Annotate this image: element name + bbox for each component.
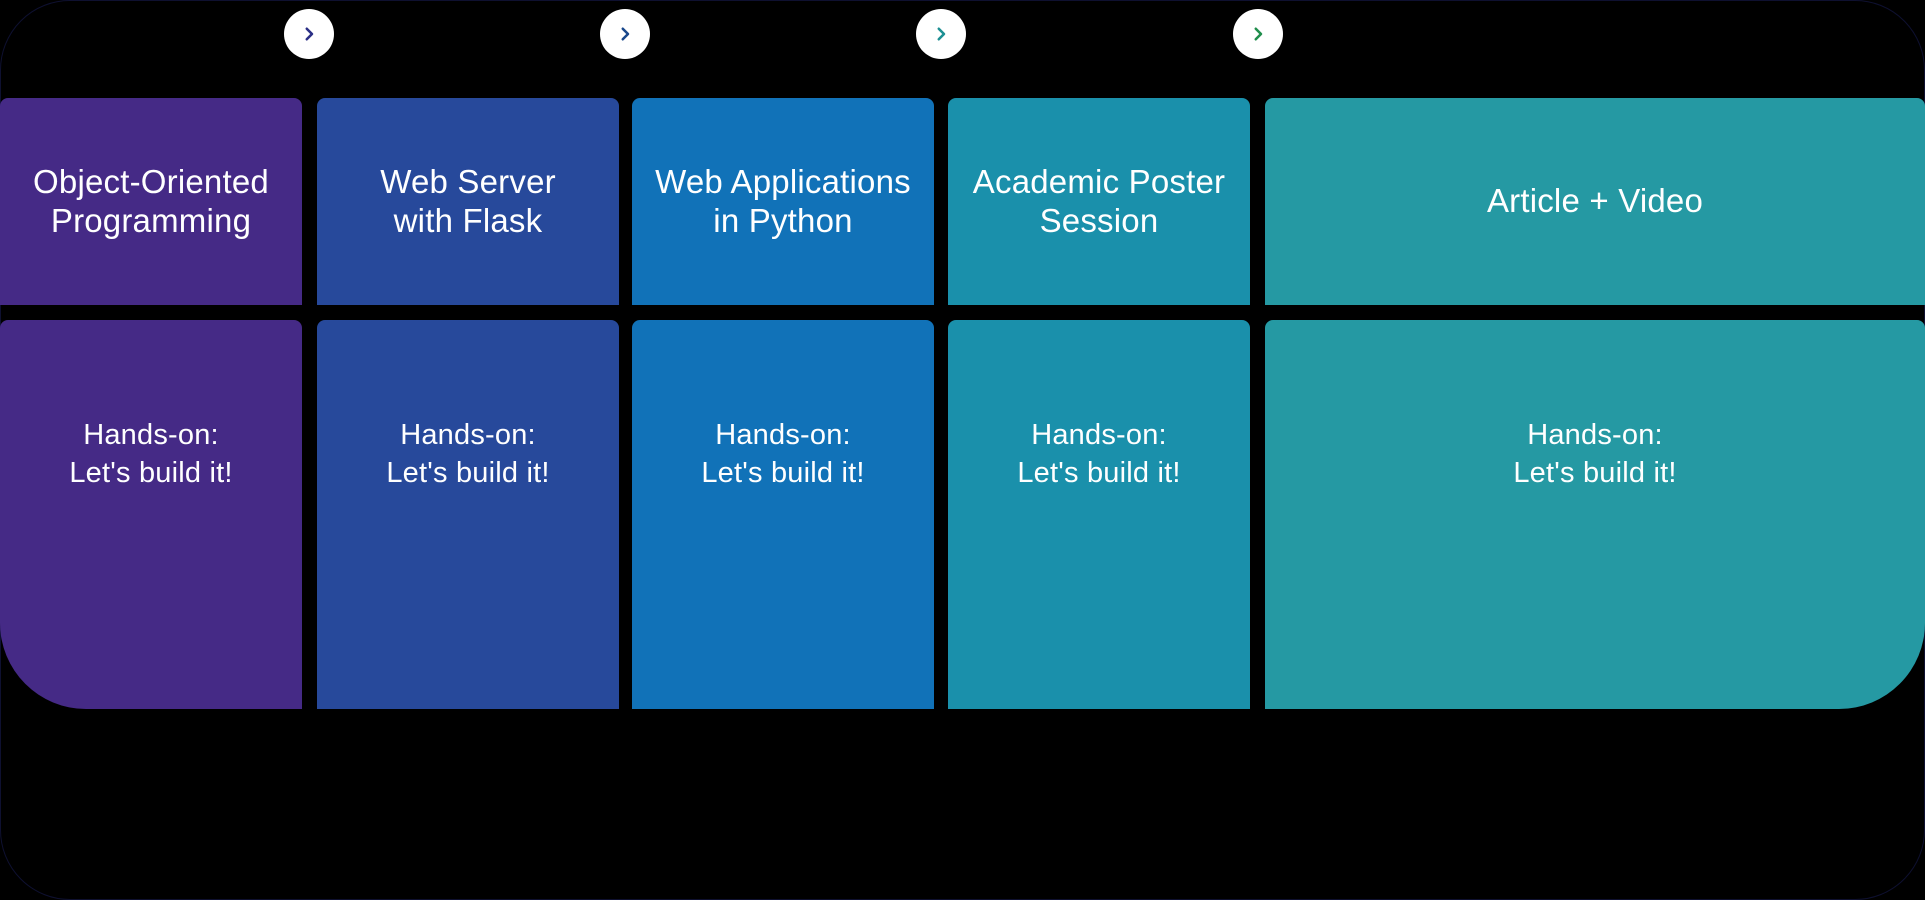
- module-subtitle: Hands-on: Let's build it!: [1513, 419, 1677, 489]
- module-card-bottom[interactable]: Hands-on: Let's build it!: [632, 320, 934, 709]
- module-title: Web Server with Flask: [380, 162, 556, 239]
- module-column-academic-poster-session: Academic Poster Session Hands-on: Let's …: [948, 0, 1250, 709]
- module-card-bottom[interactable]: Hands-on: Let's build it!: [948, 320, 1250, 709]
- module-column-web-applications-in-python: Web Applications in Python Hands-on: Let…: [632, 0, 934, 709]
- module-column-object-oriented-programming: Object-Oriented Programming Hands-on: Le…: [0, 0, 302, 709]
- module-title: Article + Video: [1486, 182, 1704, 220]
- module-subtitle: Hands-on: Let's build it!: [701, 419, 865, 489]
- module-title: Web Applications in Python: [655, 162, 911, 239]
- connector-button-2[interactable]: [600, 9, 650, 59]
- module-column-web-server-with-flask: Web Server with Flask Hands-on: Let's bu…: [317, 0, 619, 709]
- module-card-top[interactable]: Object-Oriented Programming: [0, 98, 302, 305]
- module-card-bottom[interactable]: Hands-on: Let's build it!: [0, 320, 302, 709]
- module-card-top[interactable]: Academic Poster Session: [948, 98, 1250, 305]
- module-title: Academic Poster Session: [972, 162, 1226, 239]
- module-card-top[interactable]: Web Server with Flask: [317, 98, 619, 305]
- module-grid: Object-Oriented Programming Hands-on: Le…: [0, 0, 1925, 709]
- connector-button-1[interactable]: [284, 9, 334, 59]
- connector-button-3[interactable]: [916, 9, 966, 59]
- module-column-article-plus-video: Article + Video Hands-on: Let's build it…: [1265, 0, 1925, 709]
- module-subtitle: Hands-on: Let's build it!: [1017, 419, 1181, 489]
- module-card-top[interactable]: Web Applications in Python: [632, 98, 934, 305]
- module-title: Object-Oriented Programming: [33, 162, 269, 239]
- chevron-right-icon: [616, 25, 634, 43]
- module-subtitle: Hands-on: Let's build it!: [386, 419, 550, 489]
- connector-button-4[interactable]: [1233, 9, 1283, 59]
- chevron-right-icon: [300, 25, 318, 43]
- module-subtitle: Hands-on: Let's build it!: [69, 419, 233, 489]
- module-card-top[interactable]: Article + Video: [1265, 98, 1925, 305]
- chevron-right-icon: [932, 25, 950, 43]
- module-card-bottom[interactable]: Hands-on: Let's build it!: [317, 320, 619, 709]
- chevron-right-icon: [1249, 25, 1267, 43]
- module-card-bottom[interactable]: Hands-on: Let's build it!: [1265, 320, 1925, 709]
